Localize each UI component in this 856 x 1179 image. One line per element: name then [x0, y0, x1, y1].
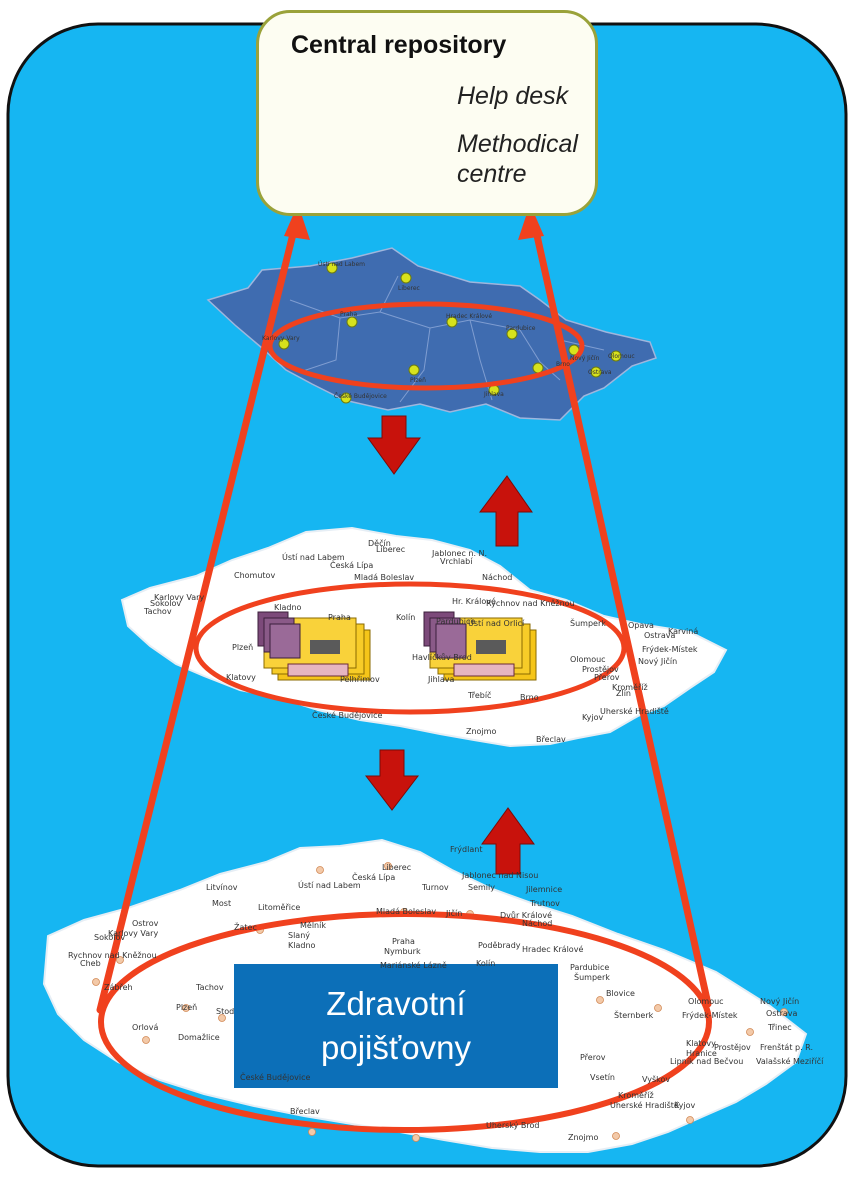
arrow-up-icon: [479, 475, 533, 547]
regions-highlight-ellipse: [267, 301, 585, 391]
server-rack-icon: [423, 611, 537, 681]
arrowhead-right-icon: [518, 204, 544, 240]
local-highlight-ellipse: [98, 911, 712, 1133]
arrow-down-icon: [367, 415, 421, 475]
flow-line-left: [96, 218, 300, 1014]
central-repository-box: Central repository Help desk Methodical …: [256, 10, 598, 216]
health-insurers-box: Zdravotní pojišťovny: [234, 964, 558, 1088]
flow-line-right: [530, 218, 712, 1008]
arrow-up-icon: [481, 807, 535, 875]
districts-highlight-ellipse: [193, 581, 627, 715]
repository-title: Central repository: [291, 31, 507, 59]
arrow-down-icon: [364, 749, 420, 811]
help-desk-label: Help desk: [457, 82, 569, 110]
health-insurers-line-1: Zdravotní: [326, 985, 466, 1022]
server-rack-icon: [257, 611, 371, 681]
methodical-centre-label: Methodical centre: [457, 130, 578, 188]
arrowhead-left-icon: [284, 204, 310, 240]
health-insurers-line-2: pojišťovny: [321, 1029, 471, 1066]
